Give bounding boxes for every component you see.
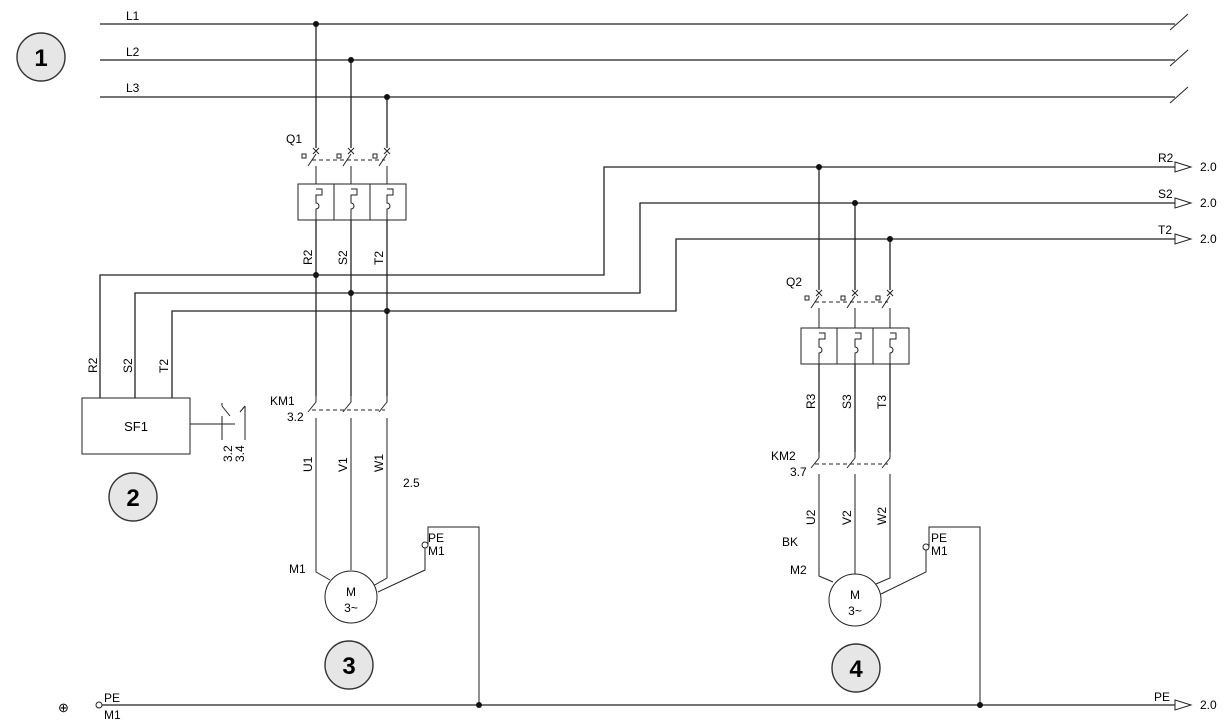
continuation-r2[interactable]: R2 2.0: [1158, 151, 1217, 174]
continuation-label: PE: [1154, 690, 1170, 704]
q2-label: Q2: [786, 275, 802, 289]
pe-rail-sub: M1: [104, 708, 121, 722]
junction-dot: [476, 702, 482, 708]
sf1-wire-s2: S2: [121, 358, 135, 373]
continuation-ref: 2.0: [1200, 196, 1217, 210]
km2-wire-v2: V2: [840, 510, 854, 525]
km1-ref: 3.2: [287, 410, 304, 424]
callout-number: 3: [342, 653, 355, 680]
continuation-label: S2: [1158, 187, 1173, 201]
junction-dot: [313, 21, 319, 27]
bus-bars: L1 L2 L3: [100, 9, 1189, 104]
m2-symbol: M: [850, 588, 860, 602]
m2-phases: 3~: [848, 604, 862, 618]
m1-phases: 3~: [344, 601, 358, 615]
callout-badge-2: 2: [108, 472, 158, 522]
sf1-ref-3-2: 3.2: [221, 445, 235, 462]
continuation-ref: 2.0: [1200, 232, 1217, 246]
sf1-ref-3-4: 3.4: [233, 445, 247, 462]
junction-dot: [887, 236, 893, 242]
m2-pe-sub: M1: [931, 544, 948, 558]
m1-label: M1: [289, 562, 306, 576]
callout-badge-4: 4: [831, 643, 881, 693]
sf1-wire-t2: T2: [157, 359, 171, 373]
continuation-pe[interactable]: PE 2.0: [1154, 690, 1217, 712]
continuation-ref: 2.0: [1200, 698, 1217, 712]
motor-m1: M 3~ M1 PE M1: [289, 526, 480, 705]
continuation-s2[interactable]: S2 2.0: [1158, 187, 1217, 210]
q2-wire-t3: T3: [875, 395, 889, 409]
q1-wire-t2: T2: [372, 251, 386, 265]
arrow-icon: [1174, 161, 1193, 173]
bus-label-l1: L1: [126, 9, 140, 23]
arrow-icon: [1174, 699, 1193, 711]
callout-badge-1: 1: [16, 32, 66, 82]
continuation-t2[interactable]: T2 2.0: [1158, 223, 1217, 246]
m1-symbol: M: [346, 585, 356, 599]
earth-icon: ⊕: [58, 700, 69, 715]
km2-wire-u2: U2: [804, 509, 818, 525]
q1-outputs: [313, 220, 390, 396]
sf1-box: [81, 397, 191, 455]
junction-dot: [852, 200, 858, 206]
q2-breaker: Q2 R3 S3 T3: [786, 164, 910, 452]
sf1-wire-r2: R2: [86, 357, 100, 373]
km1-note: 2.5: [403, 476, 420, 490]
bus-label-l3: L3: [126, 81, 140, 95]
m2-pe-label: PE: [931, 531, 947, 545]
q1-wire-s2: S2: [336, 250, 350, 265]
sf1-label: SF1: [124, 419, 148, 434]
continuation-label: R2: [1158, 151, 1174, 165]
km2-contactor: KM2 3.7 U2 V2 W2 BK: [771, 449, 891, 574]
km2-wire-w2: W2: [875, 507, 889, 525]
callout-number: 4: [849, 656, 863, 683]
q2-wire-r3: R3: [804, 393, 818, 409]
m1-pe-sub: M1: [428, 544, 445, 558]
km1-label: KM1: [270, 394, 295, 408]
q1-breaker: Q1 R2 S2 T2: [286, 21, 407, 265]
m1-pe-label: PE: [428, 531, 444, 545]
m2-circle: [828, 573, 882, 627]
continuation-ref: 2.0: [1200, 160, 1217, 174]
junction-dot: [977, 702, 983, 708]
km1-wire-v1: V1: [336, 457, 350, 472]
callout-badge-3: 3: [324, 640, 374, 690]
callout-number: 2: [126, 485, 139, 512]
q2-wire-s3: S3: [840, 394, 854, 409]
junction-dot: [348, 57, 354, 63]
bus-label-l2: L2: [126, 45, 140, 59]
bus-l3-break: [1169, 86, 1189, 104]
pe-terminal: [922, 543, 930, 551]
continuation-markers: R2 2.0 S2 2.0 T2 2.0 PE 2.0: [1154, 151, 1217, 712]
pe-rail-label: PE: [104, 691, 120, 705]
continuation-label: T2: [1158, 223, 1172, 237]
junction-dot: [384, 94, 390, 100]
pe-terminal: [95, 701, 103, 709]
km1-wire-w1: W1: [372, 454, 386, 472]
km2-ref: 3.7: [790, 465, 807, 479]
q1-wire-r2: R2: [301, 249, 315, 265]
q1-label: Q1: [286, 132, 302, 146]
bus-l2-break: [1169, 49, 1189, 67]
km2-note: BK: [782, 535, 798, 549]
junction-dot: [816, 164, 822, 170]
pe-rail: ⊕ PE M1: [58, 691, 1175, 722]
bus-l1-break: [1169, 13, 1189, 31]
km1-wire-u1: U1: [301, 456, 315, 472]
km1-contactor: KM1 3.2 U1 V1 W1 2.5: [270, 394, 420, 570]
sf1-block: SF1 3.2 3.4: [81, 397, 247, 462]
motor-m2: M 3~ M2 PE M1: [790, 526, 981, 705]
branch-wires: R2 S2 T2: [86, 166, 1175, 398]
m2-label: M2: [790, 563, 807, 577]
callout-number: 1: [34, 45, 47, 72]
km2-label: KM2: [771, 449, 796, 463]
arrow-icon: [1174, 197, 1193, 209]
m1-circle: [324, 570, 378, 624]
arrow-icon: [1174, 233, 1193, 245]
